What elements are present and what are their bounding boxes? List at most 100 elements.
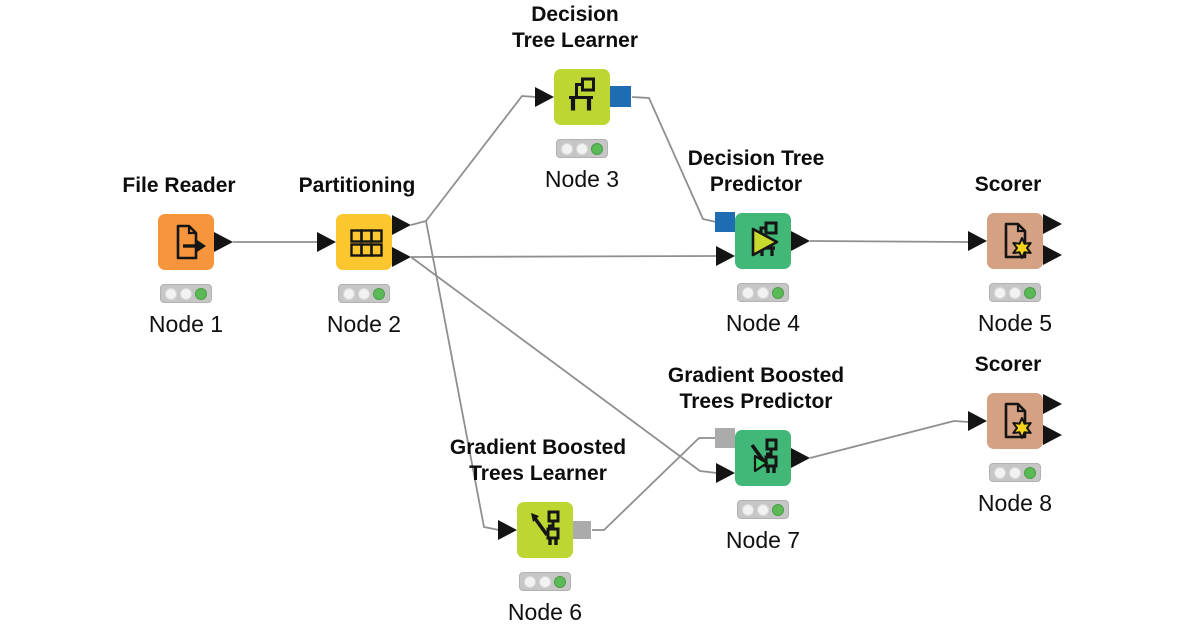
node-label[interactable]: Node 3 xyxy=(544,166,620,192)
edge-node2-node3[interactable] xyxy=(410,95,537,226)
status-red xyxy=(343,287,355,300)
gradient-boosted-trees-predictor-icon[interactable] xyxy=(735,430,791,486)
status-yellow xyxy=(1009,286,1021,299)
node-partitioning[interactable]: Partitioning Node 2 xyxy=(299,174,416,337)
data-in-port[interactable] xyxy=(498,520,517,540)
traffic-light-status xyxy=(737,500,789,519)
node-gradient-boosted-trees-predictor[interactable]: Gradient Boosted Trees Predictor Node 7 xyxy=(668,364,844,553)
edge-node2-node6[interactable] xyxy=(425,220,500,531)
status-yellow xyxy=(1009,466,1021,479)
node-title[interactable]: Gradient Boosted Trees Learner xyxy=(449,436,627,485)
node-title[interactable]: Decision Tree Learner xyxy=(511,3,639,52)
gradient-boosted-trees-learner-icon[interactable] xyxy=(517,502,573,558)
scorer-icon[interactable] xyxy=(987,393,1043,449)
edge-node2-node4[interactable] xyxy=(410,255,718,258)
status-yellow xyxy=(576,142,588,155)
data-in-port[interactable] xyxy=(716,246,735,266)
node-title[interactable]: File Reader xyxy=(122,174,236,197)
node-title[interactable]: Scorer xyxy=(974,353,1042,376)
traffic-light-status xyxy=(160,284,212,303)
data-out-port-2[interactable] xyxy=(1043,425,1062,445)
status-red xyxy=(561,142,573,155)
node-title[interactable]: Decision Tree Predictor xyxy=(687,147,825,196)
traffic-light-status xyxy=(556,139,608,158)
status-green xyxy=(554,575,566,588)
data-in-port[interactable] xyxy=(317,232,336,252)
traffic-light-status xyxy=(989,283,1041,302)
node-title[interactable]: Scorer xyxy=(974,173,1042,196)
data-out-port-2[interactable] xyxy=(1043,245,1062,265)
status-green xyxy=(591,142,603,155)
node-label[interactable]: Node 1 xyxy=(148,311,224,337)
edge-node7-node8[interactable] xyxy=(809,420,970,459)
node-title[interactable]: Gradient Boosted Trees Predictor xyxy=(667,364,845,413)
partition2-out-port[interactable] xyxy=(392,247,411,267)
scorer-icon[interactable] xyxy=(987,213,1043,269)
predictor-glyph xyxy=(751,221,779,257)
status-yellow xyxy=(539,575,551,588)
node-label[interactable]: Node 7 xyxy=(725,527,801,553)
partitioning-glyph xyxy=(350,229,383,257)
edge-node3-node4[interactable] xyxy=(631,96,717,223)
node-gradient-boosted-trees-learner[interactable]: Gradient Boosted Trees Learner Node 6 xyxy=(450,436,626,625)
scorer-glyph xyxy=(1004,402,1032,439)
node-label[interactable]: Node 4 xyxy=(725,310,801,336)
data-in-port[interactable] xyxy=(535,87,554,107)
traffic-light-status xyxy=(737,283,789,302)
status-red xyxy=(524,575,536,588)
model-out-port[interactable] xyxy=(610,86,631,107)
status-green xyxy=(195,287,207,300)
edge-node6-node7[interactable] xyxy=(592,437,716,531)
node-scorer-2[interactable]: Scorer Node 8 xyxy=(968,353,1062,516)
traffic-light-status xyxy=(519,572,571,591)
status-yellow xyxy=(757,503,769,516)
partitioning-icon[interactable] xyxy=(336,214,392,270)
data-in-port[interactable] xyxy=(968,231,987,251)
edge-node4-node5[interactable] xyxy=(809,240,970,243)
data-out-port-1[interactable] xyxy=(1043,214,1062,234)
status-yellow xyxy=(180,287,192,300)
status-green xyxy=(373,287,385,300)
node-scorer-1[interactable]: Scorer Node 5 xyxy=(968,173,1062,336)
status-red xyxy=(165,287,177,300)
status-green xyxy=(1024,466,1036,479)
gbt-glyph xyxy=(531,510,560,545)
model-in-port[interactable] xyxy=(715,212,735,232)
decision-tree-glyph xyxy=(569,77,595,111)
data-out-port-1[interactable] xyxy=(1043,394,1062,414)
status-red xyxy=(742,503,754,516)
status-red xyxy=(742,286,754,299)
decision-tree-predictor-icon[interactable] xyxy=(735,213,791,269)
node-decision-tree-learner[interactable]: Decision Tree Learner Node 3 xyxy=(512,3,638,192)
traffic-light-status xyxy=(338,284,390,303)
file-reader-icon[interactable] xyxy=(158,214,214,270)
partition1-out-port[interactable] xyxy=(392,215,411,235)
file-reader-glyph xyxy=(176,224,206,260)
status-yellow xyxy=(757,286,769,299)
status-yellow xyxy=(358,287,370,300)
data-in-port[interactable] xyxy=(968,411,987,431)
node-title[interactable]: Partitioning xyxy=(298,174,416,197)
node-label[interactable]: Node 6 xyxy=(507,599,583,625)
node-decision-tree-predictor[interactable]: Decision Tree Predictor Node 4 xyxy=(688,147,825,336)
node-label[interactable]: Node 2 xyxy=(326,311,402,337)
status-red xyxy=(994,286,1006,299)
data-out-port[interactable] xyxy=(214,232,233,252)
edge-node2-node7[interactable] xyxy=(410,256,718,474)
data-out-port[interactable] xyxy=(791,448,810,468)
node-label[interactable]: Node 5 xyxy=(977,310,1053,336)
model-in-port[interactable] xyxy=(715,428,735,448)
data-in-port[interactable] xyxy=(716,463,735,483)
data-out-port[interactable] xyxy=(791,231,810,251)
model-out-port[interactable] xyxy=(573,521,591,539)
traffic-light-status xyxy=(989,463,1041,482)
decision-tree-learner-icon[interactable] xyxy=(554,69,610,125)
node-label[interactable]: Node 8 xyxy=(977,490,1053,516)
status-green xyxy=(1024,286,1036,299)
status-red xyxy=(994,466,1006,479)
scorer-glyph xyxy=(1004,222,1032,259)
node-file-reader[interactable]: File Reader Node 1 xyxy=(122,174,235,337)
gbt-predictor-glyph xyxy=(750,438,778,473)
